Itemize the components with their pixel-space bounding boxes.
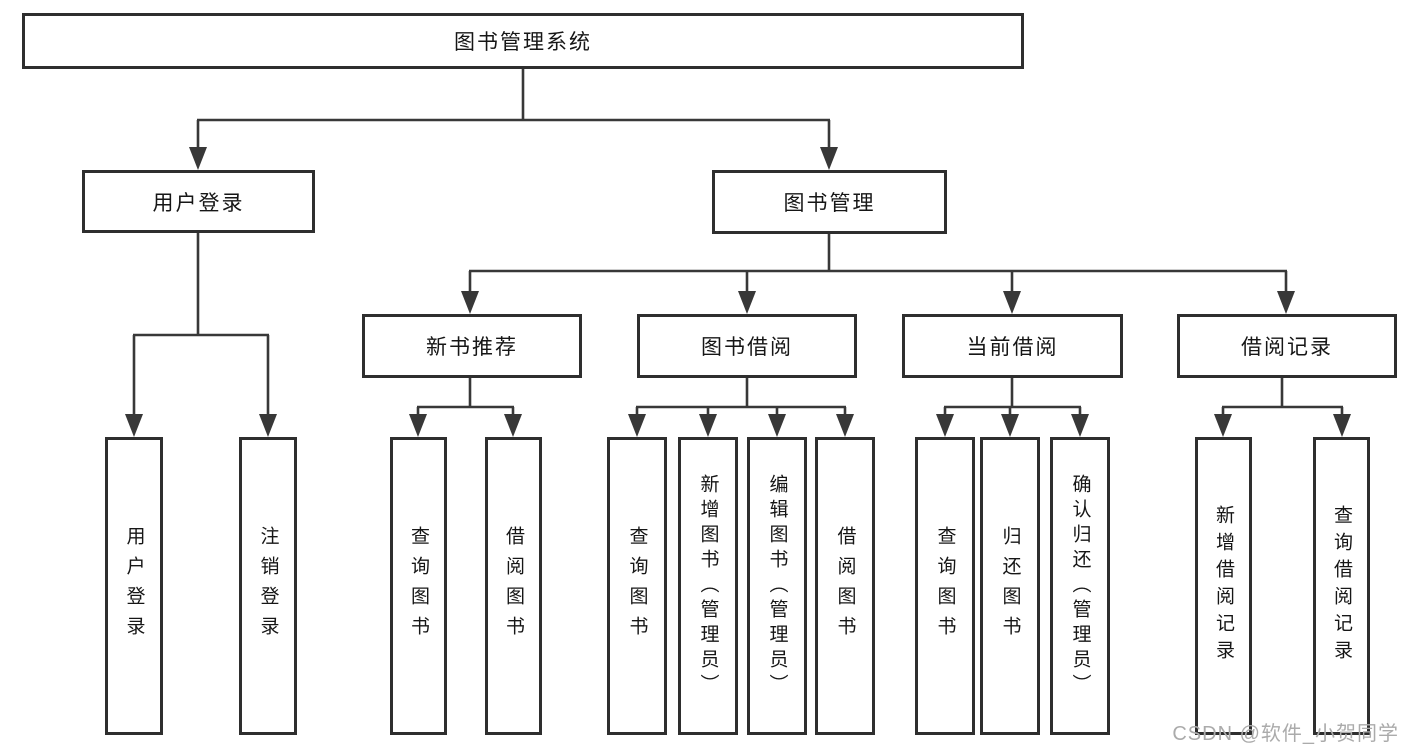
node-book-borrowing: 图书借阅	[637, 314, 857, 378]
node-borrowing-records: 借阅记录	[1177, 314, 1397, 378]
leaf-borrow-books: 借阅图书	[815, 437, 875, 735]
node-library-management-system: 图书管理系统	[22, 13, 1024, 69]
leaf-logout-login: 注销登录	[239, 437, 297, 735]
leaf-user-login: 用户登录	[105, 437, 163, 735]
node-current-borrowing: 当前借阅	[902, 314, 1123, 378]
leaf-query-books-borrowing: 查询图书	[607, 437, 667, 735]
node-user-login: 用户登录	[82, 170, 315, 233]
leaf-borrow-books-recommend: 借阅图书	[485, 437, 542, 735]
leaf-confirm-return-admin: 确认归还（管理员）	[1050, 437, 1110, 735]
leaf-query-books-current: 查询图书	[915, 437, 975, 735]
leaf-query-books-recommend: 查询图书	[390, 437, 447, 735]
csdn-watermark: CSDN @软件_小贺同学	[1172, 723, 1399, 745]
leaf-add-books-admin: 新增图书（管理员）	[678, 437, 738, 735]
leaf-query-borrowing-record: 查询借阅记录	[1313, 437, 1370, 735]
leaf-return-books: 归还图书	[980, 437, 1040, 735]
node-new-book-recommendation: 新书推荐	[362, 314, 582, 378]
node-book-management: 图书管理	[712, 170, 947, 234]
leaf-edit-books-admin: 编辑图书（管理员）	[747, 437, 807, 735]
leaf-add-borrowing-record: 新增借阅记录	[1195, 437, 1252, 735]
